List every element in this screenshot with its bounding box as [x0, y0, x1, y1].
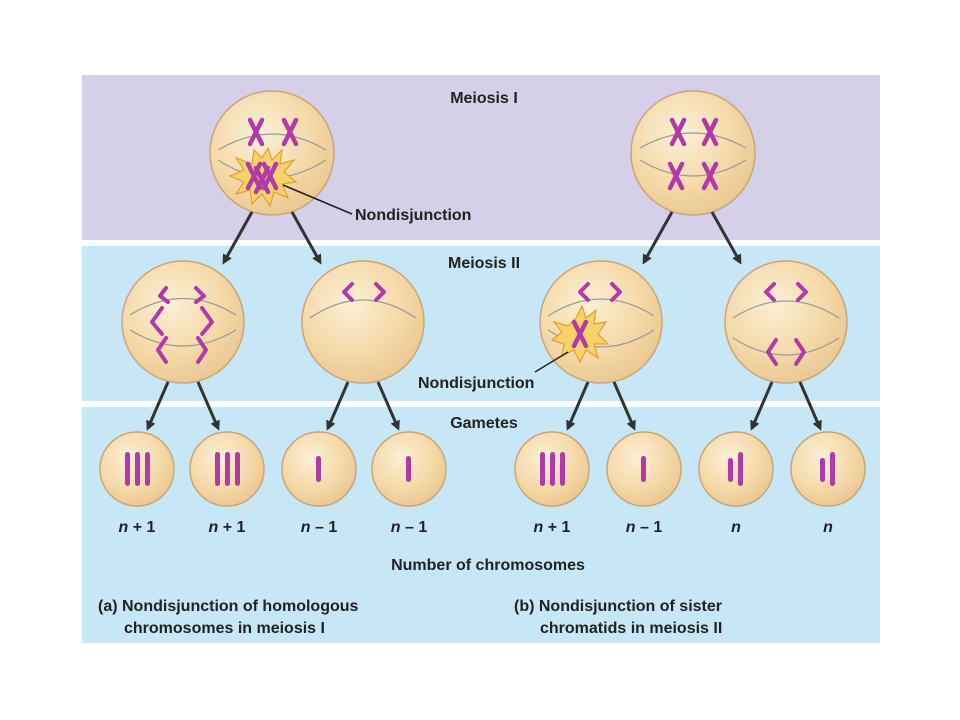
gamete-cell: [189, 431, 265, 507]
gamete-label: n + 1: [119, 519, 156, 536]
chromosome: [194, 286, 206, 304]
chromosome: [158, 286, 170, 304]
spindle-fiber: [639, 159, 747, 177]
meiosis2-cell-a2: [301, 260, 425, 384]
nondisjunction-label-1: Nondisjunction: [355, 207, 471, 224]
meiosis2-cell-b2: [724, 260, 848, 384]
gamete-cell: [698, 431, 774, 507]
gametes-title: Gametes: [450, 415, 518, 432]
meiosis2-cell-b1: [539, 260, 663, 384]
chromosome: [200, 306, 214, 336]
arrow: [222, 211, 254, 265]
gamete-label: n – 1: [626, 519, 663, 536]
meiosis2-title: Meiosis II: [448, 255, 520, 272]
caption-a-line2: chromosomes in meiosis I: [124, 620, 325, 637]
arrow: [290, 211, 322, 265]
chromosome: [150, 306, 164, 336]
meiosis1-cell-right: [630, 90, 756, 216]
callout-line: [282, 184, 353, 215]
gamete-label: n – 1: [301, 519, 338, 536]
chromosome: [610, 282, 622, 302]
gamete-label: n: [823, 519, 833, 536]
chromosome-count-caption: Number of chromosomes: [391, 557, 585, 574]
arrow: [612, 381, 636, 431]
gamete-cell: [790, 431, 866, 507]
gamete-cell: [99, 431, 175, 507]
chromosome: [342, 282, 354, 302]
gamete-cell: [371, 431, 447, 507]
meiosis1-title: Meiosis I: [450, 90, 518, 107]
arrow: [642, 211, 674, 265]
chromosome: [766, 338, 778, 366]
arrow: [326, 381, 350, 431]
chromosome: [764, 282, 776, 302]
arrow: [798, 381, 822, 431]
arrow: [146, 381, 170, 431]
chromosome: [374, 282, 386, 302]
chromosome: [196, 336, 208, 364]
arrow: [710, 211, 742, 265]
gamete-cell: [606, 431, 682, 507]
chromosome: [578, 282, 590, 302]
nondisjunction-label-2: Nondisjunction: [418, 375, 534, 392]
gamete-cell: [281, 431, 357, 507]
spindle-fiber: [639, 132, 747, 149]
chromosome: [796, 282, 808, 302]
chromosome: [794, 338, 806, 366]
meiosis2-cell-a1: [121, 260, 245, 384]
chromosome: [156, 336, 168, 364]
meiosis1-cell-left: [209, 90, 335, 216]
caption-b-line2: chromatids in meiosis II: [540, 620, 722, 637]
arrow: [196, 381, 220, 431]
gamete-label: n: [731, 519, 741, 536]
gamete-label: n + 1: [209, 519, 246, 536]
caption-b-line1: (b) Nondisjunction of sister: [514, 598, 722, 615]
caption-a-line1: (a) Nondisjunction of homologous: [98, 598, 359, 615]
callout-line: [534, 351, 569, 373]
spindle-fiber: [217, 133, 327, 151]
arrow: [566, 381, 590, 431]
arrow: [750, 381, 774, 431]
gamete-cell: [514, 431, 590, 507]
gamete-label: n + 1: [534, 519, 571, 536]
arrow: [376, 381, 400, 431]
gamete-label: n – 1: [391, 519, 428, 536]
